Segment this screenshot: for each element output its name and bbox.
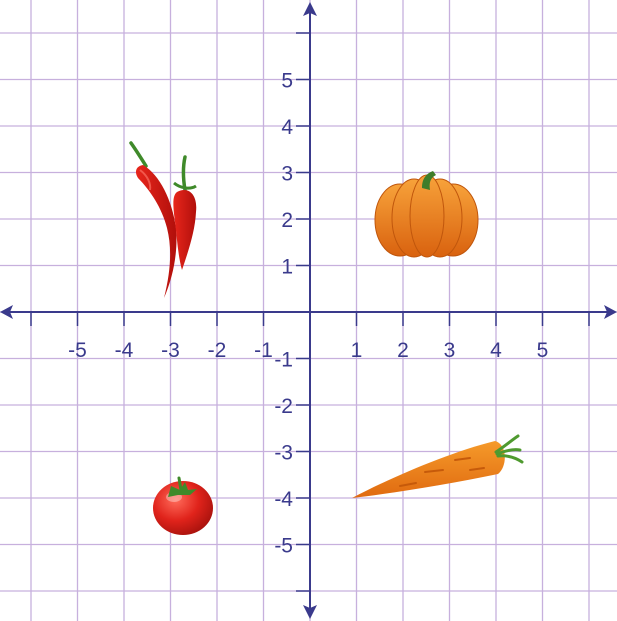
y-axis-arrow-down <box>303 605 317 619</box>
y-axis-tick-label: -4 <box>274 488 293 511</box>
y-axis-tick-label: -1 <box>274 349 293 372</box>
x-axis-tick-label: 2 <box>397 339 409 362</box>
chili-pepper-icon <box>129 141 197 298</box>
y-axis-tick-label: -3 <box>274 442 293 465</box>
y-axis-tick-label: 4 <box>281 116 293 139</box>
y-axis-tick-label: 2 <box>281 209 293 232</box>
y-axis-tick-label: 1 <box>281 256 293 279</box>
x-axis-tick-label: -4 <box>115 339 134 362</box>
tomato-icon <box>153 476 213 535</box>
x-axis-arrow-left <box>0 305 13 319</box>
x-axis-tick-label: 3 <box>444 339 456 362</box>
y-axis-arrow-up <box>303 2 317 16</box>
x-axis-tick-label: -5 <box>68 339 87 362</box>
y-axis-tick-label: 5 <box>281 70 293 93</box>
x-axis-tick-label: -3 <box>161 339 180 362</box>
x-axis-arrow-right <box>604 305 617 319</box>
x-axis-tick-label: 1 <box>351 339 363 362</box>
x-axis-tick-label: -1 <box>254 339 273 362</box>
x-axis-tick-label: -2 <box>208 339 227 362</box>
x-axis-tick-label: 4 <box>490 339 502 362</box>
y-axis-tick-label: 3 <box>281 163 293 186</box>
x-axis-tick-label: 5 <box>537 339 549 362</box>
pumpkin-icon <box>374 171 479 258</box>
carrot-icon <box>352 434 524 498</box>
y-axis-tick-label: -2 <box>274 395 293 418</box>
y-axis-tick-label: -5 <box>274 535 293 558</box>
